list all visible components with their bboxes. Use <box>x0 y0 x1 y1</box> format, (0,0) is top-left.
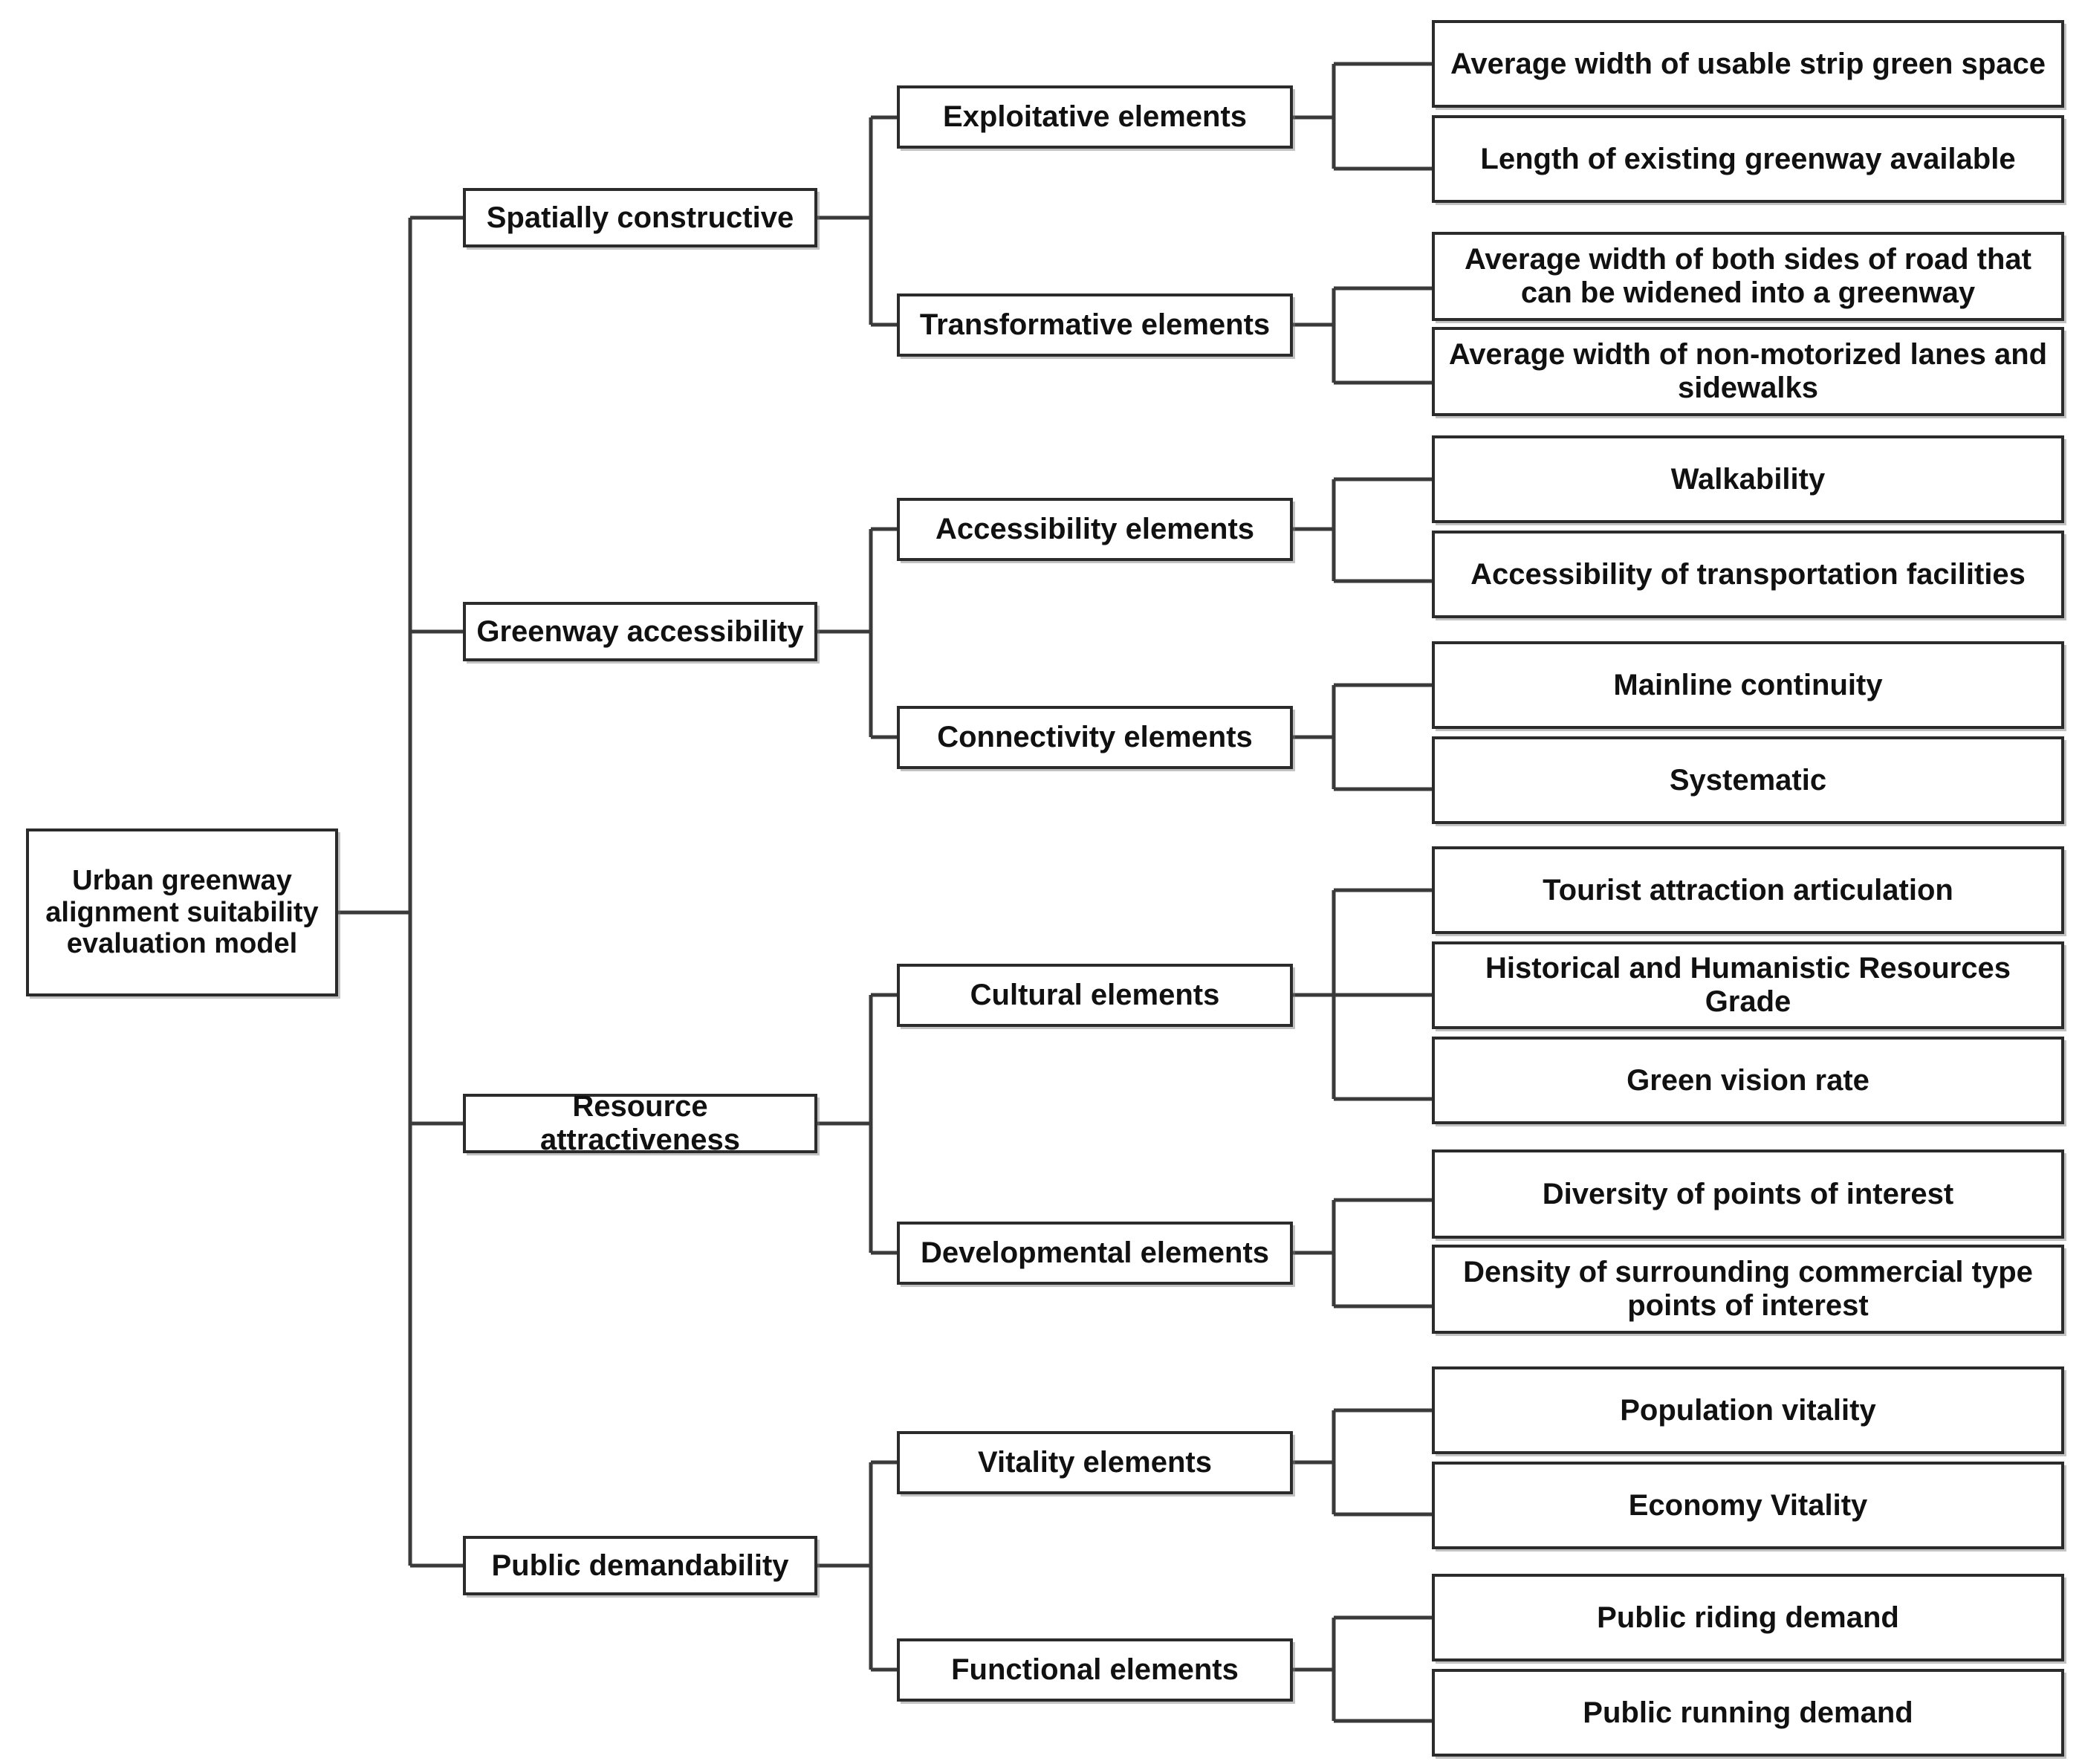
leaf-green-vision-rate[interactable]: Green vision rate <box>1432 1037 2064 1124</box>
node-label: Accessibility elements <box>935 513 1255 546</box>
leaf-label: Average width of usable strip green spac… <box>1450 47 2046 80</box>
leaf-label: Population vitality <box>1620 1393 1876 1427</box>
leaf-density-of-surrounding-commercial-type-points-of-interest[interactable]: Density of surrounding commercial type p… <box>1432 1245 2064 1334</box>
node-label: Public demandability <box>491 1549 789 1582</box>
leaf-systematic[interactable]: Systematic <box>1432 736 2064 824</box>
leaf-label: Public riding demand <box>1597 1601 1899 1634</box>
leaf-population-vitality[interactable]: Population vitality <box>1432 1366 2064 1454</box>
leaf-label: Tourist attraction articulation <box>1543 873 1953 907</box>
leaf-length-of-existing-greenway-available[interactable]: Length of existing greenway available <box>1432 115 2064 203</box>
leaf-tourist-attraction-articulation[interactable]: Tourist attraction articulation <box>1432 846 2064 934</box>
node-label: Cultural elements <box>970 979 1220 1012</box>
node-functional-elements[interactable]: Functional elements <box>897 1638 1293 1702</box>
leaf-label: Economy Vitality <box>1628 1488 1868 1522</box>
node-root-label: Urban greenway alignment suitability eva… <box>45 865 319 960</box>
node-accessibility-elements[interactable]: Accessibility elements <box>897 498 1293 561</box>
leaf-average-width-non-motorized-lanes[interactable]: Average width of non-motorized lanes and… <box>1432 327 2064 416</box>
node-resource-attractiveness[interactable]: Resource attractiveness <box>463 1090 817 1156</box>
leaf-walkability[interactable]: Walkability <box>1432 435 2064 523</box>
leaf-average-width-usable-strip-green-space[interactable]: Average width of usable strip green spac… <box>1432 20 2064 108</box>
leaf-diversity-of-points-of-interest[interactable]: Diversity of points of interest <box>1432 1149 2064 1239</box>
node-public-demandability[interactable]: Public demandability <box>463 1536 817 1595</box>
node-label: Resource attractiveness <box>539 1090 741 1156</box>
leaf-label: Systematic <box>1669 763 1827 797</box>
leaf-label: Accessibility of transportation faciliti… <box>1470 557 2026 591</box>
node-label: Functional elements <box>951 1653 1239 1687</box>
leaf-label: Diversity of points of interest <box>1542 1177 1954 1210</box>
node-developmental-elements[interactable]: Developmental elements <box>897 1222 1293 1285</box>
node-label: Spatially constructive <box>486 201 794 234</box>
node-root[interactable]: Urban greenway alignment suitability eva… <box>26 829 338 996</box>
node-cultural-elements[interactable]: Cultural elements <box>897 964 1293 1027</box>
node-label: Vitality elements <box>978 1446 1212 1479</box>
leaf-label: Average width of both sides of road that… <box>1464 243 2031 309</box>
leaf-label: Historical and Humanistic Resources Grad… <box>1485 952 2011 1018</box>
node-greenway-accessibility[interactable]: Greenway accessibility <box>463 602 817 661</box>
leaf-average-width-both-sides-of-road[interactable]: Average width of both sides of road that… <box>1432 232 2064 321</box>
leaf-public-running-demand[interactable]: Public running demand <box>1432 1669 2064 1757</box>
node-transformative-elements[interactable]: Transformative elements <box>897 294 1293 357</box>
leaf-label: Public running demand <box>1583 1696 1913 1729</box>
node-connectivity-elements[interactable]: Connectivity elements <box>897 706 1293 769</box>
leaf-economy-vitality[interactable]: Economy Vitality <box>1432 1462 2064 1549</box>
leaf-label: Density of surrounding commercial type p… <box>1463 1256 2033 1322</box>
leaf-mainline-continuity[interactable]: Mainline continuity <box>1432 641 2064 729</box>
leaf-accessibility-of-transportation-facilities[interactable]: Accessibility of transportation faciliti… <box>1432 531 2064 618</box>
leaf-historical-and-humanistic-resources-grade[interactable]: Historical and Humanistic Resources Grad… <box>1432 941 2064 1029</box>
leaf-label: Mainline continuity <box>1613 668 1883 701</box>
node-exploitative-elements[interactable]: Exploitative elements <box>897 85 1293 149</box>
node-label: Exploitative elements <box>942 100 1248 134</box>
node-vitality-elements[interactable]: Vitality elements <box>897 1431 1293 1494</box>
leaf-label: Green vision rate <box>1627 1063 1869 1097</box>
leaf-label: Average width of non-motorized lanes and… <box>1448 338 2048 404</box>
node-label: Transformative elements <box>919 308 1271 342</box>
leaf-public-riding-demand[interactable]: Public riding demand <box>1432 1574 2064 1661</box>
node-spatially-constructive[interactable]: Spatially constructive <box>463 188 817 247</box>
node-label: Connectivity elements <box>937 721 1253 754</box>
leaf-label: Length of existing greenway available <box>1480 142 2016 175</box>
node-label: Greenway accessibility <box>476 615 804 648</box>
node-label: Developmental elements <box>920 1236 1270 1270</box>
leaf-label: Walkability <box>1670 462 1826 496</box>
